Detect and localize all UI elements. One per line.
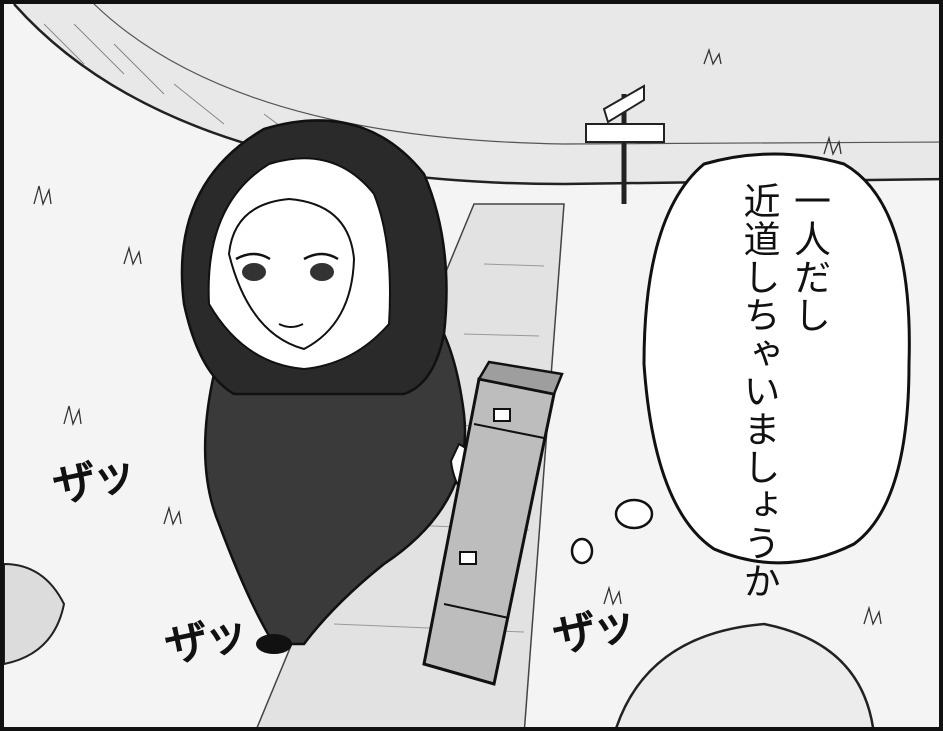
suitcase: [422, 360, 564, 686]
rock: [615, 622, 875, 727]
scene-illustration: [4, 4, 939, 727]
signpost: [585, 84, 665, 204]
nun-character: [180, 119, 491, 654]
curved-road: [14, 4, 939, 184]
speech-line-1: 一人だし: [787, 182, 831, 334]
speech-line-2: 近道しちゃいましょうか: [737, 182, 780, 600]
thought-bubble-shape: [570, 152, 911, 565]
speech-bubble: 一人だし 近道しちゃいましょうか: [724, 182, 842, 600]
